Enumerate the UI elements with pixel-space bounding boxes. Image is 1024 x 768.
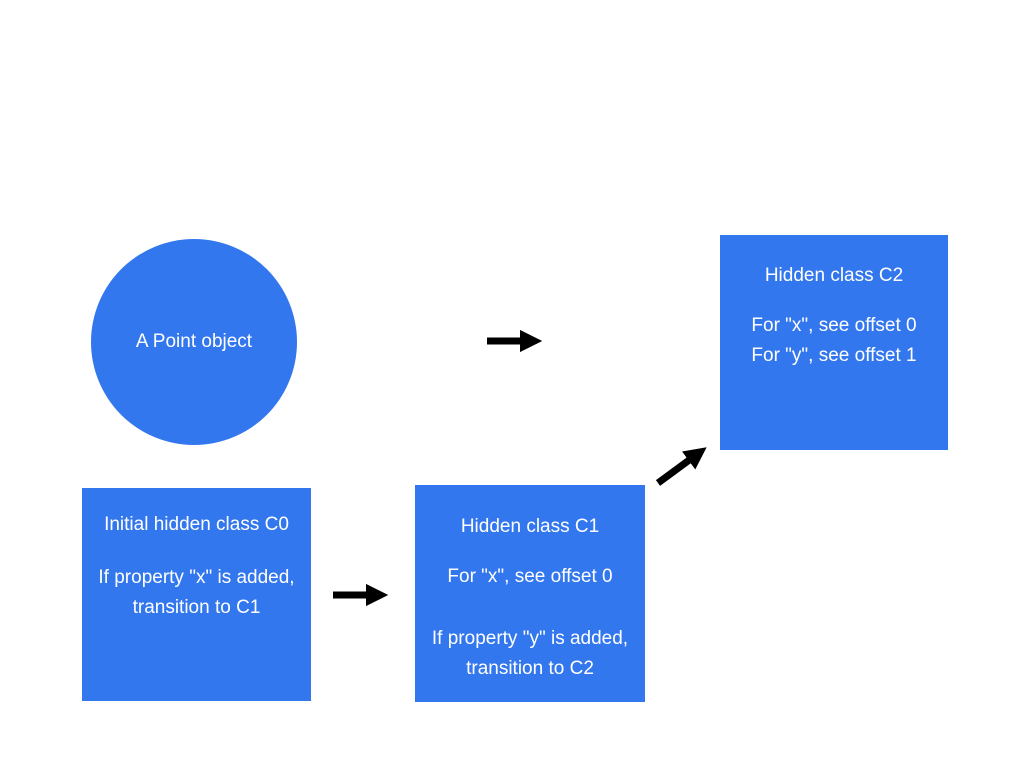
blank-line — [415, 542, 645, 562]
node-c0-title: Initial hidden class C0 — [104, 514, 289, 535]
node-c0-transition-line-1: If property "x" is added, — [98, 567, 295, 588]
node-c1-title: Hidden class C1 — [460, 516, 600, 537]
node-hidden-class-c2: Hidden class C2 For "x", see offset 0 Fo… — [720, 235, 948, 450]
node-point-object-label: A Point object — [135, 331, 253, 352]
node-c2-offset-x: For "x", see offset 0 — [751, 315, 917, 336]
blank-line — [415, 592, 645, 624]
node-c1-transition-line-2: transition to C2 — [466, 658, 594, 679]
node-c0-transition-line-2: transition to C1 — [132, 597, 261, 618]
node-c1-transition-line-1: If property "y" is added, — [431, 628, 629, 649]
node-point-object: A Point object — [91, 239, 297, 445]
node-c1-offset-x: For "x", see offset 0 — [447, 566, 613, 587]
arrow-c1-to-c2 — [655, 447, 707, 486]
node-hidden-class-c0: Initial hidden class C0 If property "x" … — [82, 488, 311, 701]
node-c2-offset-y: For "y", see offset 1 — [751, 345, 917, 366]
blank-line — [82, 540, 311, 563]
node-c2-title: Hidden class C2 — [764, 265, 904, 286]
node-hidden-class-c1: Hidden class C1 For "x", see offset 0 If… — [415, 485, 645, 702]
blank-line — [720, 291, 948, 311]
